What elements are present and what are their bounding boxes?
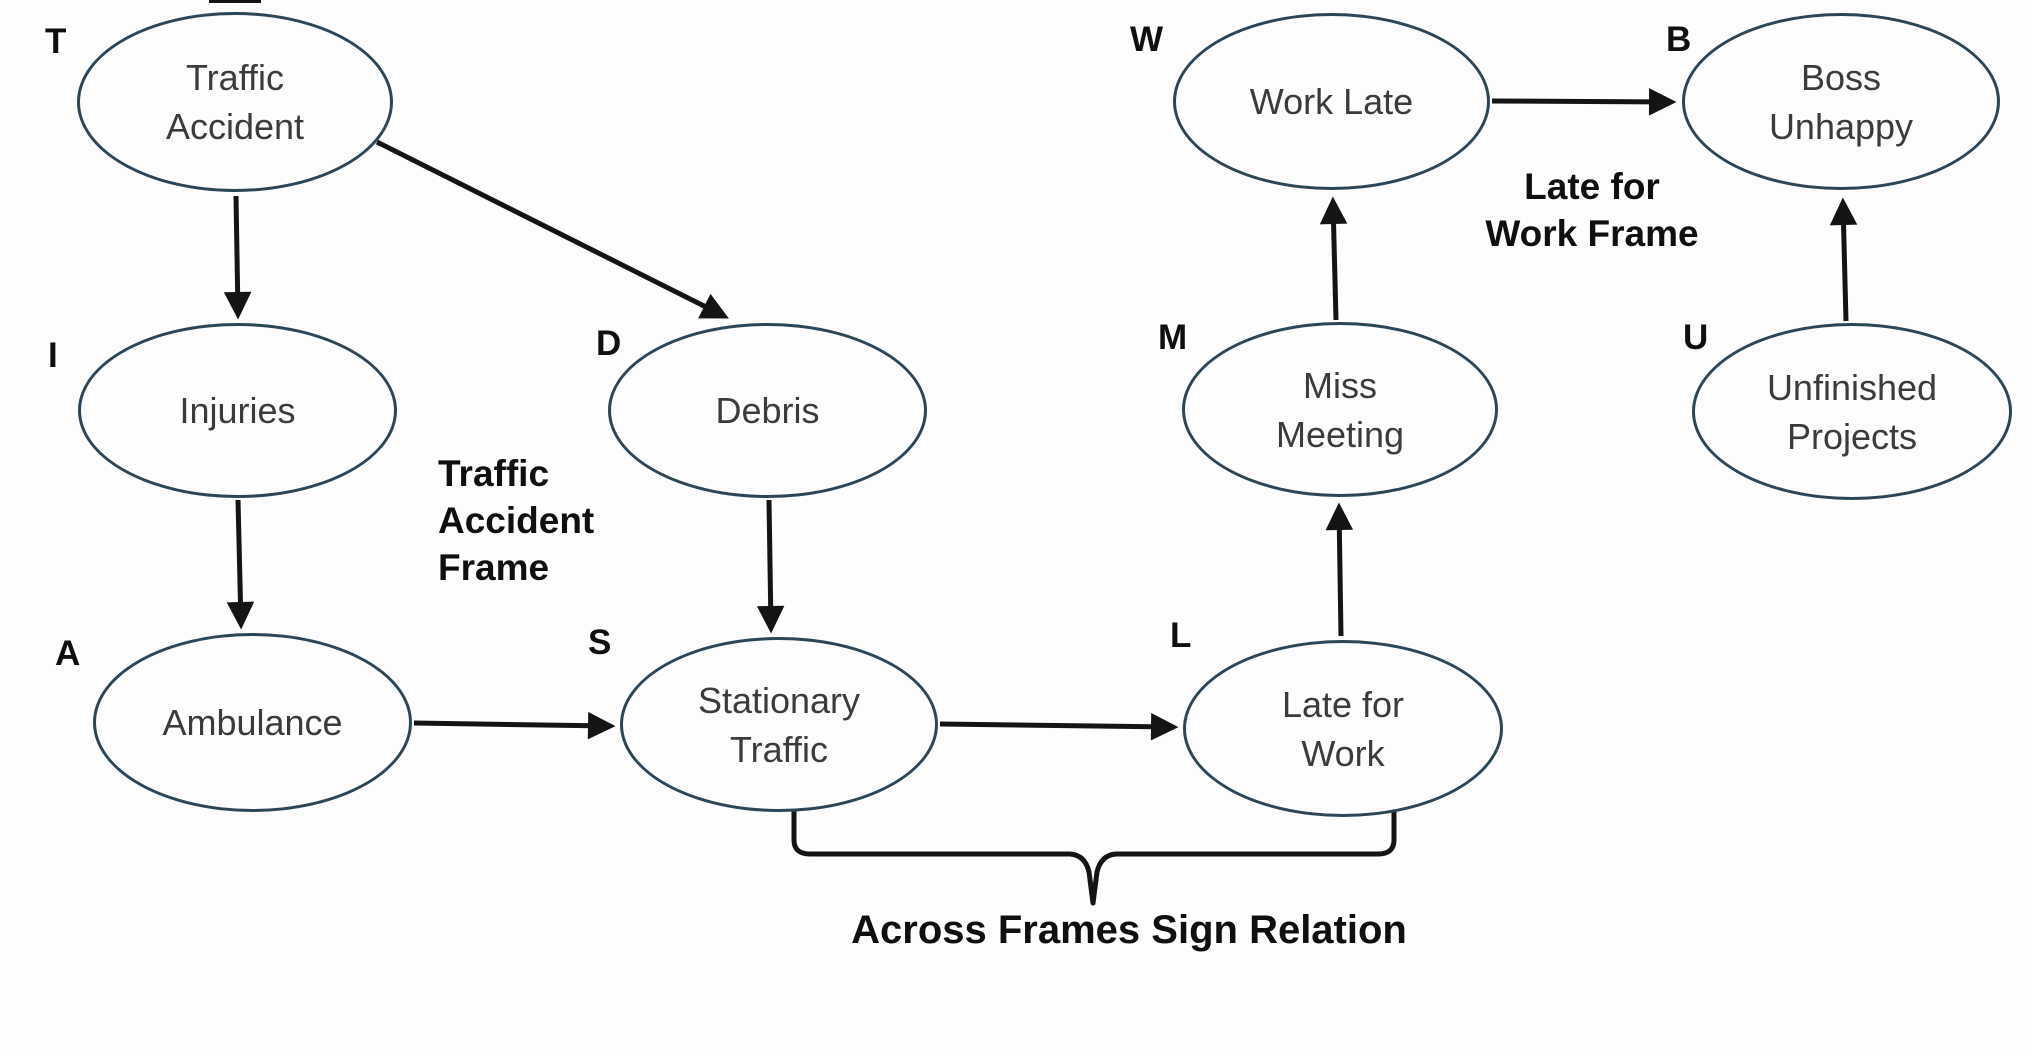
node-late-for-work: Late for Work <box>1183 640 1503 817</box>
node-late-for-work-label: Late for Work <box>1281 683 1405 774</box>
node-letter-A: A <box>55 634 81 673</box>
across-frames-brace <box>791 803 1397 906</box>
node-letter-W: W <box>1130 20 1164 59</box>
node-letter-T: T <box>45 22 67 61</box>
node-letter-U: U <box>1683 318 1709 357</box>
node-miss-meeting: Miss Meeting <box>1182 322 1498 497</box>
node-boss-unhappy-label: Boss Unhappy <box>1768 56 1914 147</box>
node-traffic-accident-label: Traffic Accident <box>165 57 305 147</box>
node-unfinished-projects: Unfinished Projects <box>1692 323 2012 500</box>
across-frames-sign-relation-label: Across Frames Sign Relation <box>851 908 1407 952</box>
edge-ambulance-to-stationary-traffic <box>413 711 616 740</box>
node-boss-unhappy: Boss Unhappy <box>1682 13 2000 190</box>
edge-miss-meeting-to-work-late <box>1319 196 1348 321</box>
edge-injuries-to-ambulance <box>226 499 255 630</box>
node-letter-L: L <box>1170 616 1192 655</box>
node-traffic-accident: Traffic Accident <box>77 12 393 192</box>
node-ambulance: Ambulance <box>93 633 412 812</box>
node-debris-label: Debris <box>715 390 820 431</box>
node-miss-meeting-label: Miss Meeting <box>1275 364 1405 455</box>
node-letter-I: I <box>48 336 58 375</box>
node-stationary-traffic-label: Stationary Traffic <box>697 679 861 770</box>
node-work-late: Work Late <box>1173 13 1490 190</box>
edge-work-late-to-boss-unhappy <box>1491 88 1677 116</box>
late-for-work-frame-label: Late for Work Frame <box>1485 166 1699 254</box>
node-unfinished-projects-label: Unfinished Projects <box>1766 366 1938 457</box>
node-letter-M: M <box>1158 318 1188 357</box>
node-stationary-traffic: Stationary Traffic <box>620 637 938 812</box>
edge-late-for-work-to-miss-meeting <box>1325 502 1354 637</box>
node-ambulance-label: Ambulance <box>162 702 343 743</box>
node-debris: Debris <box>608 323 927 498</box>
node-injuries: Injuries <box>78 323 397 498</box>
node-work-late-label: Work Late <box>1249 81 1414 122</box>
edge-debris-to-stationary-traffic <box>756 499 785 634</box>
edge-traffic-accident-to-debris <box>375 139 729 319</box>
edge-unfinished-projects-to-boss-unhappy <box>1829 197 1858 322</box>
node-letter-B: B <box>1666 20 1692 59</box>
edge-stationary-traffic-to-late-for-work <box>939 712 1179 741</box>
traffic-accident-frame-label: Traffic Accident Frame <box>438 453 595 588</box>
edge-traffic-accident-to-injuries <box>223 195 252 320</box>
node-letter-D: D <box>596 324 622 363</box>
node-injuries-label: Injuries <box>179 390 296 431</box>
node-letter-S: S <box>588 623 612 662</box>
